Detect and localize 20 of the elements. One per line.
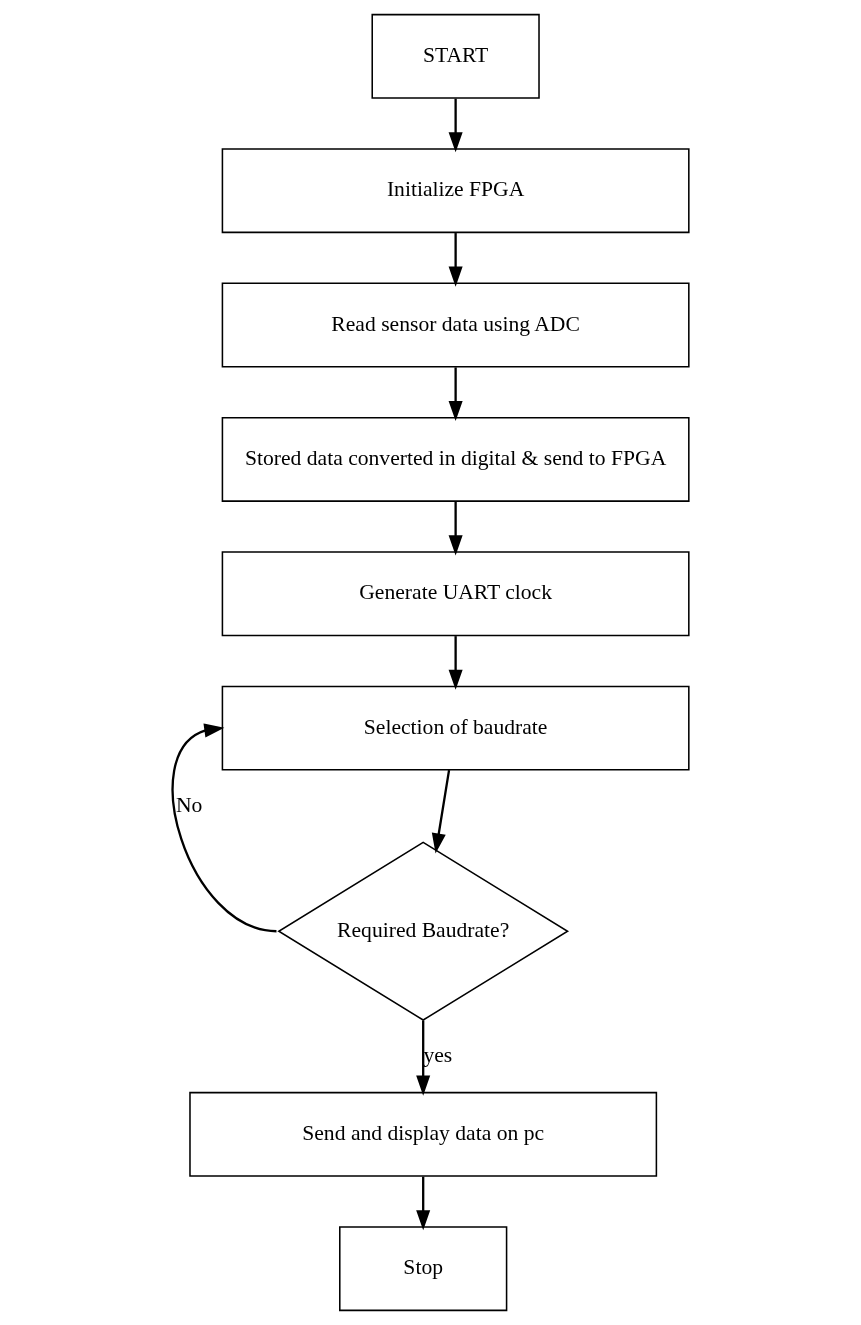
node-box: Selection of baudrate [221, 685, 690, 771]
node-box: Send and display data on pc [189, 1091, 658, 1177]
arrow [448, 98, 463, 153]
node-box: Initialize FPGA [221, 148, 690, 234]
arrow [448, 233, 463, 287]
edge-label: yes [423, 1043, 453, 1068]
node-box: START [371, 13, 540, 99]
arrow [448, 367, 463, 422]
arrow [416, 1176, 431, 1231]
arrow [448, 501, 463, 556]
node-diamond: Required Baudrate? [277, 841, 570, 1021]
node-box: Generate UART clock [221, 551, 690, 637]
edge-label: No [176, 792, 203, 817]
arrow [448, 636, 463, 690]
node-box: Read sensor data using ADC [221, 282, 690, 368]
arrow [171, 723, 277, 933]
arrow [431, 769, 451, 854]
node-box: Stored data converted in digital & send to FPGA [221, 416, 690, 502]
arrow [416, 1020, 431, 1096]
node-box: Stop [339, 1226, 508, 1312]
